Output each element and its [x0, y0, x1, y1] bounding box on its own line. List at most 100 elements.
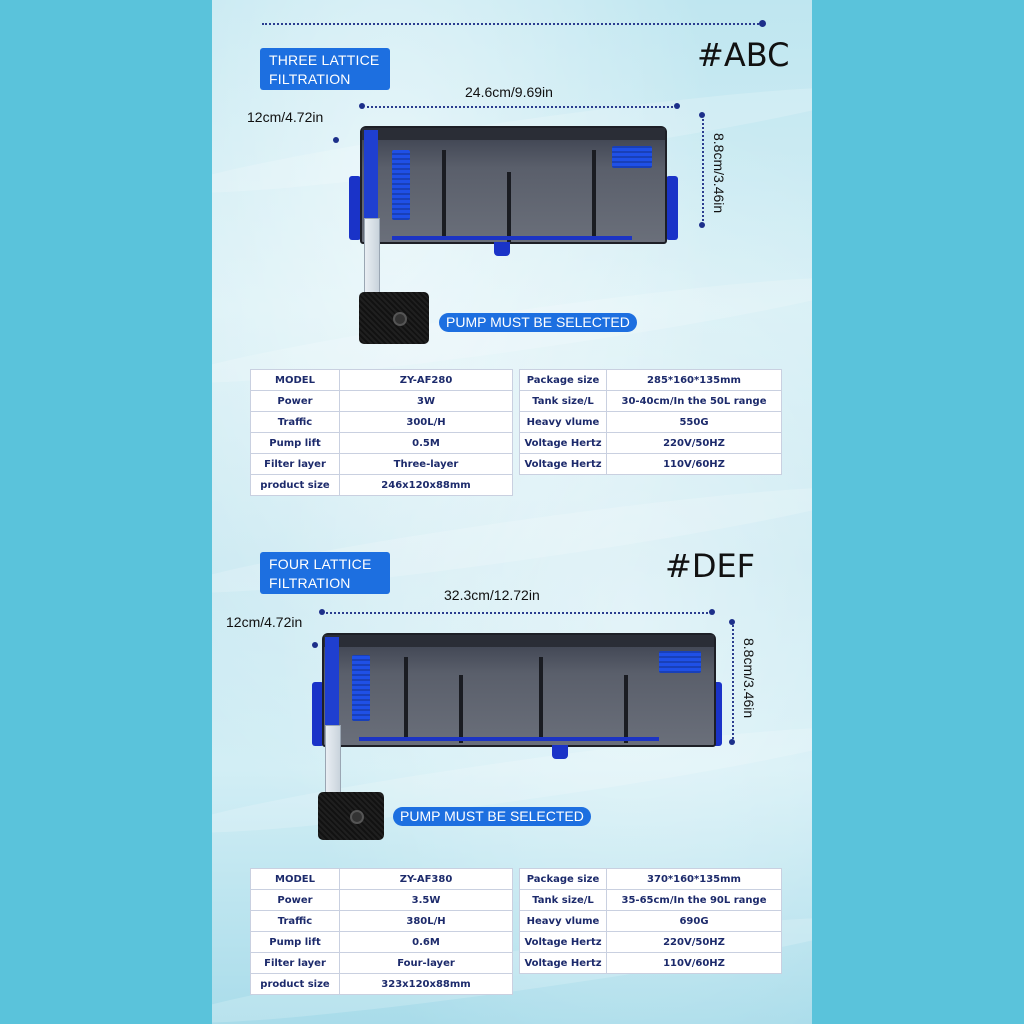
dim-dot	[709, 609, 715, 615]
chamber-divider	[507, 172, 511, 242]
spec-value: 0.5M	[339, 432, 513, 454]
filter-sponge	[392, 150, 410, 220]
spec-label: Filter layer	[250, 952, 340, 974]
height-line	[732, 622, 734, 742]
filter-box	[360, 126, 667, 244]
dim-dot	[674, 103, 680, 109]
badge-line-1: FOUR LATTICE	[269, 556, 372, 572]
filter-lid	[362, 128, 665, 140]
mount-clip	[712, 682, 722, 746]
spec-value: 220V/50HZ	[606, 931, 782, 953]
spec-value: 110V/60HZ	[606, 453, 782, 475]
spec-value: Three-layer	[339, 453, 513, 475]
mount-clip	[666, 176, 678, 240]
spec-value: 3W	[339, 390, 513, 412]
spec-value: 3.5W	[339, 889, 513, 911]
chamber-divider	[592, 150, 596, 238]
badge-line-2: FILTRATION	[269, 575, 351, 591]
spec-label: Package size	[519, 868, 607, 890]
chamber-divider	[539, 657, 543, 741]
spec-label: Heavy vlume	[519, 411, 607, 433]
spec-value: ZY-AF280	[339, 369, 513, 391]
intake-pipe	[364, 218, 380, 300]
filter-box	[322, 633, 716, 747]
spec-label: Heavy vlume	[519, 910, 607, 932]
spec-label: Voltage Hertz	[519, 952, 607, 974]
pump-required-note: PUMP MUST BE SELECTED	[393, 807, 591, 826]
badge-line-1: THREE LATTICE	[269, 52, 380, 68]
filtration-badge: FOUR LATTICE FILTRATION	[260, 552, 390, 594]
length-dimension: 32.3cm/12.72in	[444, 587, 540, 603]
intake-pipe	[325, 725, 341, 797]
dim-dot	[729, 619, 735, 625]
filter-sponge	[659, 651, 701, 673]
height-dimension: 8.8cm/3.46in	[711, 133, 727, 214]
spec-label: Voltage Hertz	[519, 453, 607, 475]
filter-sponge	[612, 146, 652, 168]
chamber-divider	[442, 150, 446, 238]
length-dimension: 24.6cm/9.69in	[465, 84, 553, 100]
spec-value: 370*160*135mm	[606, 868, 782, 890]
dim-dot	[729, 739, 735, 745]
spec-label: Filter layer	[250, 453, 340, 475]
chamber-divider	[624, 675, 628, 743]
dim-dot	[699, 112, 705, 118]
intake-clip	[349, 176, 361, 240]
depth-dimension: 12cm/4.72in	[247, 109, 324, 125]
filter-grid	[392, 236, 632, 240]
pump-required-note: PUMP MUST BE SELECTED	[439, 313, 637, 332]
dim-dot	[699, 222, 705, 228]
spec-value: 0.6M	[339, 931, 513, 953]
spec-value: 300L/H	[339, 411, 513, 433]
spec-label: Voltage Hertz	[519, 432, 607, 454]
spec-value: 380L/H	[339, 910, 513, 932]
pump-intake	[393, 312, 407, 326]
intake-clip	[312, 682, 324, 746]
spec-label: Traffic	[250, 910, 340, 932]
filter-grid	[359, 737, 659, 741]
spec-label: product size	[250, 973, 340, 995]
spec-label: Tank size/L	[519, 390, 607, 412]
length-line	[362, 106, 677, 108]
water-pump	[318, 792, 384, 840]
intake-pipe-top	[364, 130, 378, 220]
water-outlet	[494, 242, 510, 256]
filter-lid	[324, 635, 714, 647]
spec-value: 550G	[606, 411, 782, 433]
length-line	[322, 612, 712, 614]
model-code: #DEF	[665, 547, 756, 585]
dim-dot	[359, 103, 365, 109]
chamber-divider	[404, 657, 408, 741]
spec-label: Tank size/L	[519, 889, 607, 911]
filter-sponge	[352, 655, 370, 721]
spec-value: 30-40cm/In the 50L range	[606, 390, 782, 412]
depth-dimension: 12cm/4.72in	[226, 614, 303, 630]
model-code: #ABC	[697, 36, 790, 74]
pump-intake	[350, 810, 364, 824]
height-dimension: 8.8cm/3.46in	[741, 638, 757, 719]
spec-label: Power	[250, 889, 340, 911]
spec-value: 690G	[606, 910, 782, 932]
product-panel: THREE LATTICE FILTRATION #ABC 24.6cm/9.6…	[212, 0, 812, 1024]
spec-value: 246x120x88mm	[339, 474, 513, 496]
top-divider	[262, 20, 766, 27]
spec-value: ZY-AF380	[339, 868, 513, 890]
dim-dot	[312, 642, 318, 648]
